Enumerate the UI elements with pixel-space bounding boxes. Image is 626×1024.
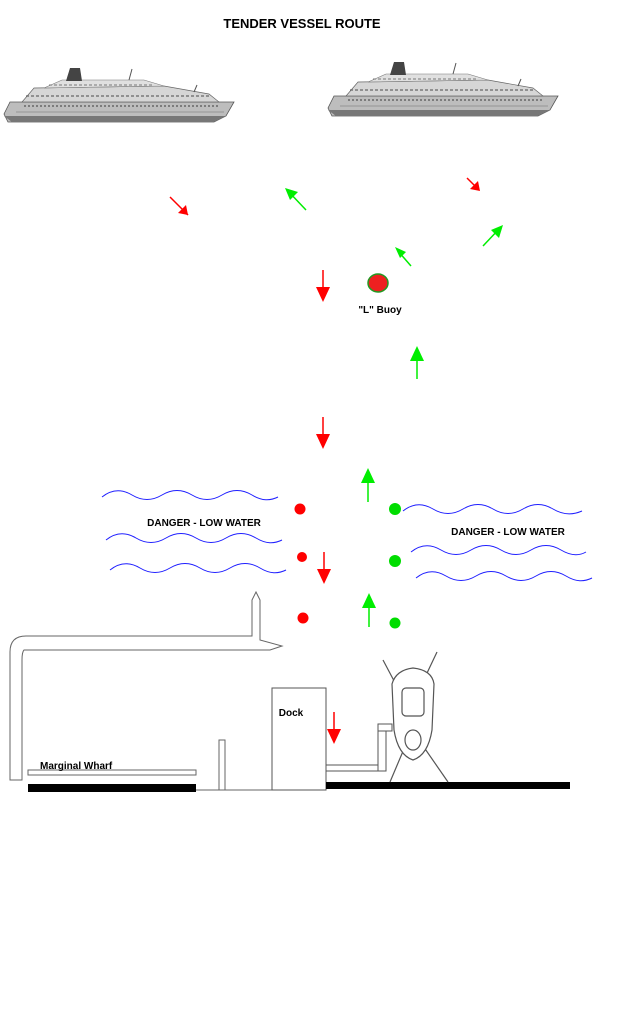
green-marker — [389, 617, 401, 629]
green-marker — [389, 555, 401, 567]
danger-label-left: DANGER - LOW WATER — [147, 518, 261, 529]
inbound-arrow — [327, 712, 341, 744]
inbound-arrow — [169, 196, 189, 216]
green-marker — [389, 503, 401, 515]
dock-label: Dock — [279, 708, 304, 719]
gangway — [325, 723, 393, 772]
inbound-arrow — [466, 177, 480, 191]
red-marker — [297, 612, 309, 624]
breakwater-pier — [9, 590, 284, 781]
outbound-arrow — [362, 593, 376, 627]
inbound-arrow — [316, 417, 330, 449]
outbound-arrow — [285, 188, 307, 211]
low-water-area-right — [402, 504, 593, 582]
red-marker — [294, 503, 306, 515]
dock: Dock — [271, 687, 327, 791]
inbound-arrow — [316, 270, 330, 302]
tender-boat-icon — [382, 651, 449, 783]
outbound-arrow — [482, 225, 503, 247]
low-water-area-left — [101, 490, 287, 574]
shoreline-right — [326, 782, 570, 789]
danger-label-right: DANGER - LOW WATER — [451, 527, 565, 538]
cruise-ship-icon — [3, 67, 235, 123]
outbound-arrow — [361, 468, 375, 502]
channel-markers-right — [389, 503, 401, 629]
diagram-title: TENDER VESSEL ROUTE — [223, 16, 381, 31]
cruise-ship-icon — [327, 61, 559, 117]
red-marker — [297, 552, 307, 562]
inbound-arrow — [317, 552, 331, 584]
wharf-label: Marginal Wharf — [40, 761, 113, 772]
outbound-arrow — [395, 247, 412, 267]
pier-post — [218, 739, 226, 791]
l-buoy — [367, 273, 389, 293]
outbound-arrow — [410, 346, 424, 379]
channel-markers-left — [294, 503, 309, 624]
marginal-wharf: Marginal Wharf — [27, 761, 197, 792]
buoy-label: "L" Buoy — [358, 305, 402, 316]
